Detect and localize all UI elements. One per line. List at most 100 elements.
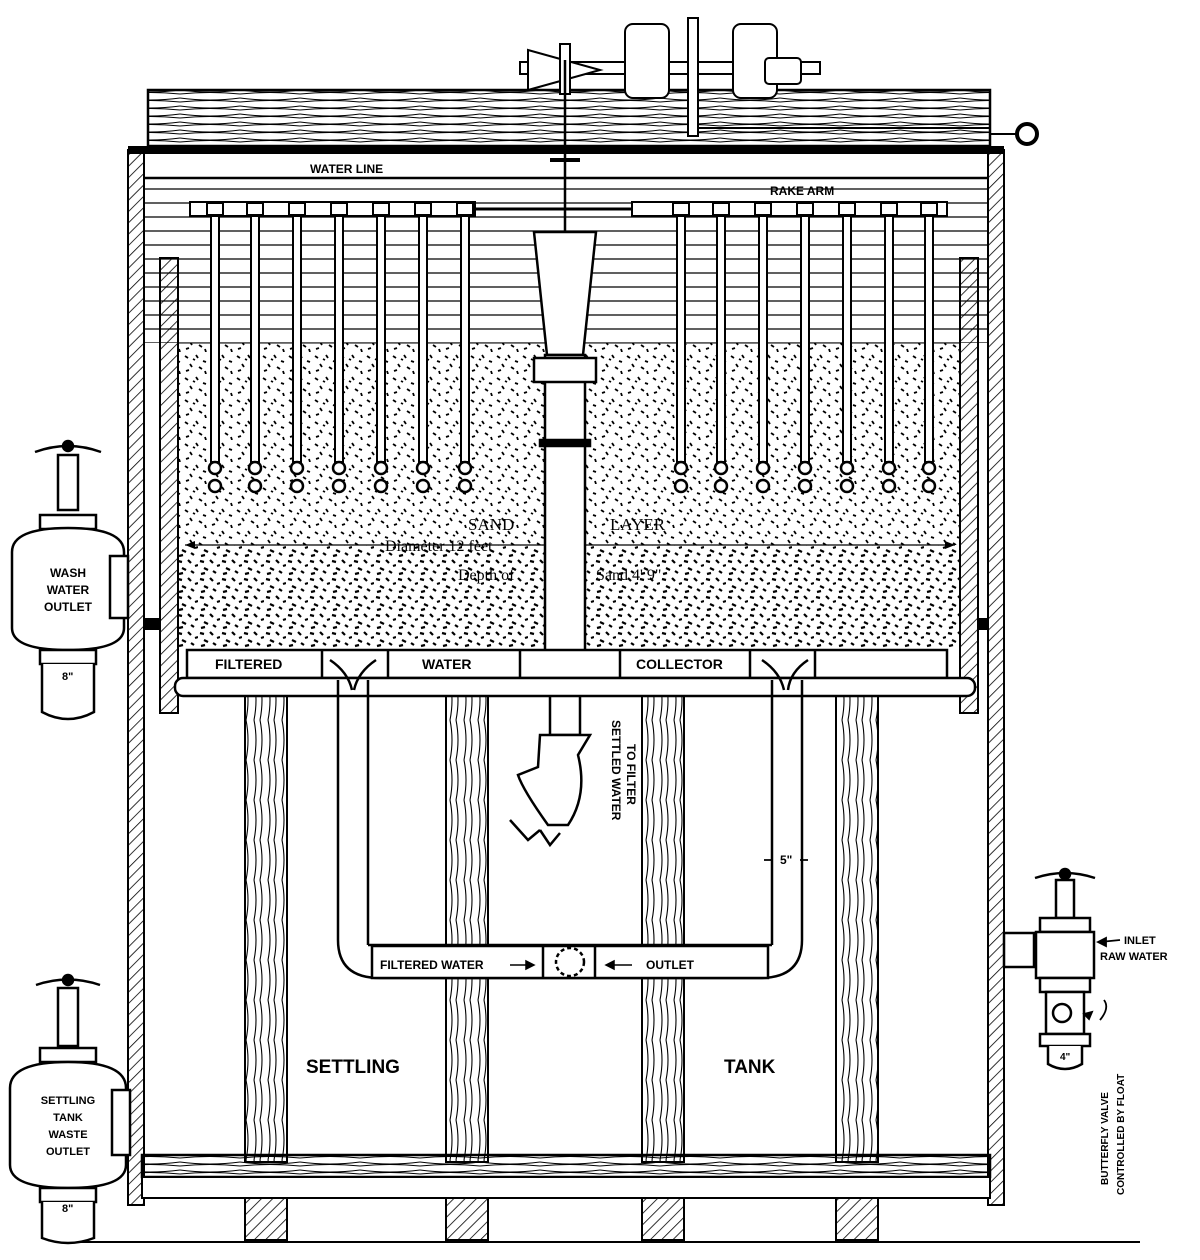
settling-label: SETTLING [306,1057,400,1078]
rake-tine-link [207,460,223,476]
filtered-label: FILTERED [215,656,282,672]
wash-water-outlet-label-2: WATER [47,583,90,597]
layer-label: LAYER [610,515,666,534]
settled-water-label-2: TO FILTER [624,744,638,805]
top-cover [146,88,992,148]
rake-tine-clamp [206,202,224,216]
rake-tine-link [673,460,689,476]
inner-filter-walls [144,257,988,714]
rake-tine-clamp [754,202,772,216]
rake-tine-clamp [330,202,348,216]
rake-tine-clamp [372,202,390,216]
rake-tine-link [881,478,897,494]
rake-tine-clamp [880,202,898,216]
settled-water-label-1: SETTLED WATER [609,720,623,821]
diagram-labels: WATER LINE RAKE ARM SAND LAYER Diameter … [41,162,1168,1215]
tank-base [60,1153,1140,1243]
depth-of-label: Depth of [458,567,515,584]
rake-tine-link [373,478,389,494]
diameter-label: Diameter 12 feet [385,538,493,555]
rake-tine [334,215,344,463]
rake-tine-link [457,460,473,476]
rake-tine-link [207,478,223,494]
butterfly-valve-label-2: CONTROLLED BY FLOAT [1116,1074,1127,1195]
rake-tine-link [839,460,855,476]
rake-tine-link [415,460,431,476]
rake-tine-link [713,460,729,476]
butterfly-valve-label-1: BUTTERFLY VALVE [1100,1092,1111,1185]
wash-water-outlet-label-3: OUTLET [44,600,93,614]
rake-tine-clamp [838,202,856,216]
rake-arm-label: RAKE ARM [770,184,834,198]
rake-tine-link [457,478,473,494]
rake-tine-clamp [712,202,730,216]
outlet-piping [329,658,809,980]
rake-tine-clamp [246,202,264,216]
rake-tines [206,202,938,494]
rake-tine [842,215,852,463]
rake-tine-clamp [414,202,432,216]
tank-label: TANK [724,1057,776,1078]
rake-tine-link [247,478,263,494]
rake-tine-link [331,460,347,476]
rake-tine [884,215,894,463]
rake-tine [292,215,302,463]
rake-tine [800,215,810,463]
rake-tine-link [289,460,305,476]
rake-tine-link [289,478,305,494]
rake-tine-clamp [920,202,938,216]
rake-tine [758,215,768,463]
rake-tine-link [331,478,347,494]
rake-tine-link [755,478,771,494]
eight-inch-top-label: 8" [62,671,73,683]
five-inch-label: 5" [780,853,792,867]
rake-tine-link [247,460,263,476]
rake-tine-link [713,478,729,494]
wash-water-outlet-label-1: WASH [50,566,86,580]
outlet-arrow [604,959,632,971]
rake-tine [676,215,686,463]
rake-tine-link [797,478,813,494]
collector-label: COLLECTOR [636,656,723,672]
rake-tine-link [755,460,771,476]
inlet-label: INLET [1124,935,1156,947]
rake-tine [460,215,470,463]
rake-tine-clamp [672,202,690,216]
rake-tine [924,215,934,463]
rake-tine [376,215,386,463]
rake-tine-link [415,478,431,494]
settling-tank-waste-label-2: TANK [53,1112,83,1124]
rake-tine-link [797,460,813,476]
sand-label: SAND [468,515,514,534]
rake-tine [210,215,220,463]
central-pipe [509,60,598,848]
four-inch-label: 4" [1060,1052,1071,1063]
settling-tank-waste-label-3: WASTE [48,1129,87,1141]
settling-tank-waste-label-4: OUTLET [46,1146,90,1158]
wash-water-outlet-valve [10,439,130,721]
rake-tine-link [921,460,937,476]
eight-inch-bottom-label: 8" [62,1203,73,1215]
outlet-label: OUTLET [646,958,695,972]
settling-tank-waste-label-1: SETTLING [41,1095,95,1107]
filtered-water-collector [173,648,977,698]
rake-tine-clamp [288,202,306,216]
rake-tine-link [839,478,855,494]
rake-tine [250,215,260,463]
water-line-label: WATER LINE [310,162,383,176]
rake-tine-link [881,460,897,476]
rake-tine [716,215,726,463]
rake-tine-link [921,478,937,494]
timber-posts [244,695,879,1163]
rake-tine-clamp [796,202,814,216]
filtered-water-arrow [510,959,536,971]
water-label: WATER [422,656,472,672]
sand-depth-label: Sand 4' 9" [596,567,661,584]
rake-tine-clamp [456,202,474,216]
settling-tank-waste-outlet-valve [8,973,132,1245]
rake-tine [418,215,428,463]
rake-tine-link [673,478,689,494]
label-arrows [764,859,1121,1021]
filtered-water-label: FILTERED WATER [380,958,484,972]
